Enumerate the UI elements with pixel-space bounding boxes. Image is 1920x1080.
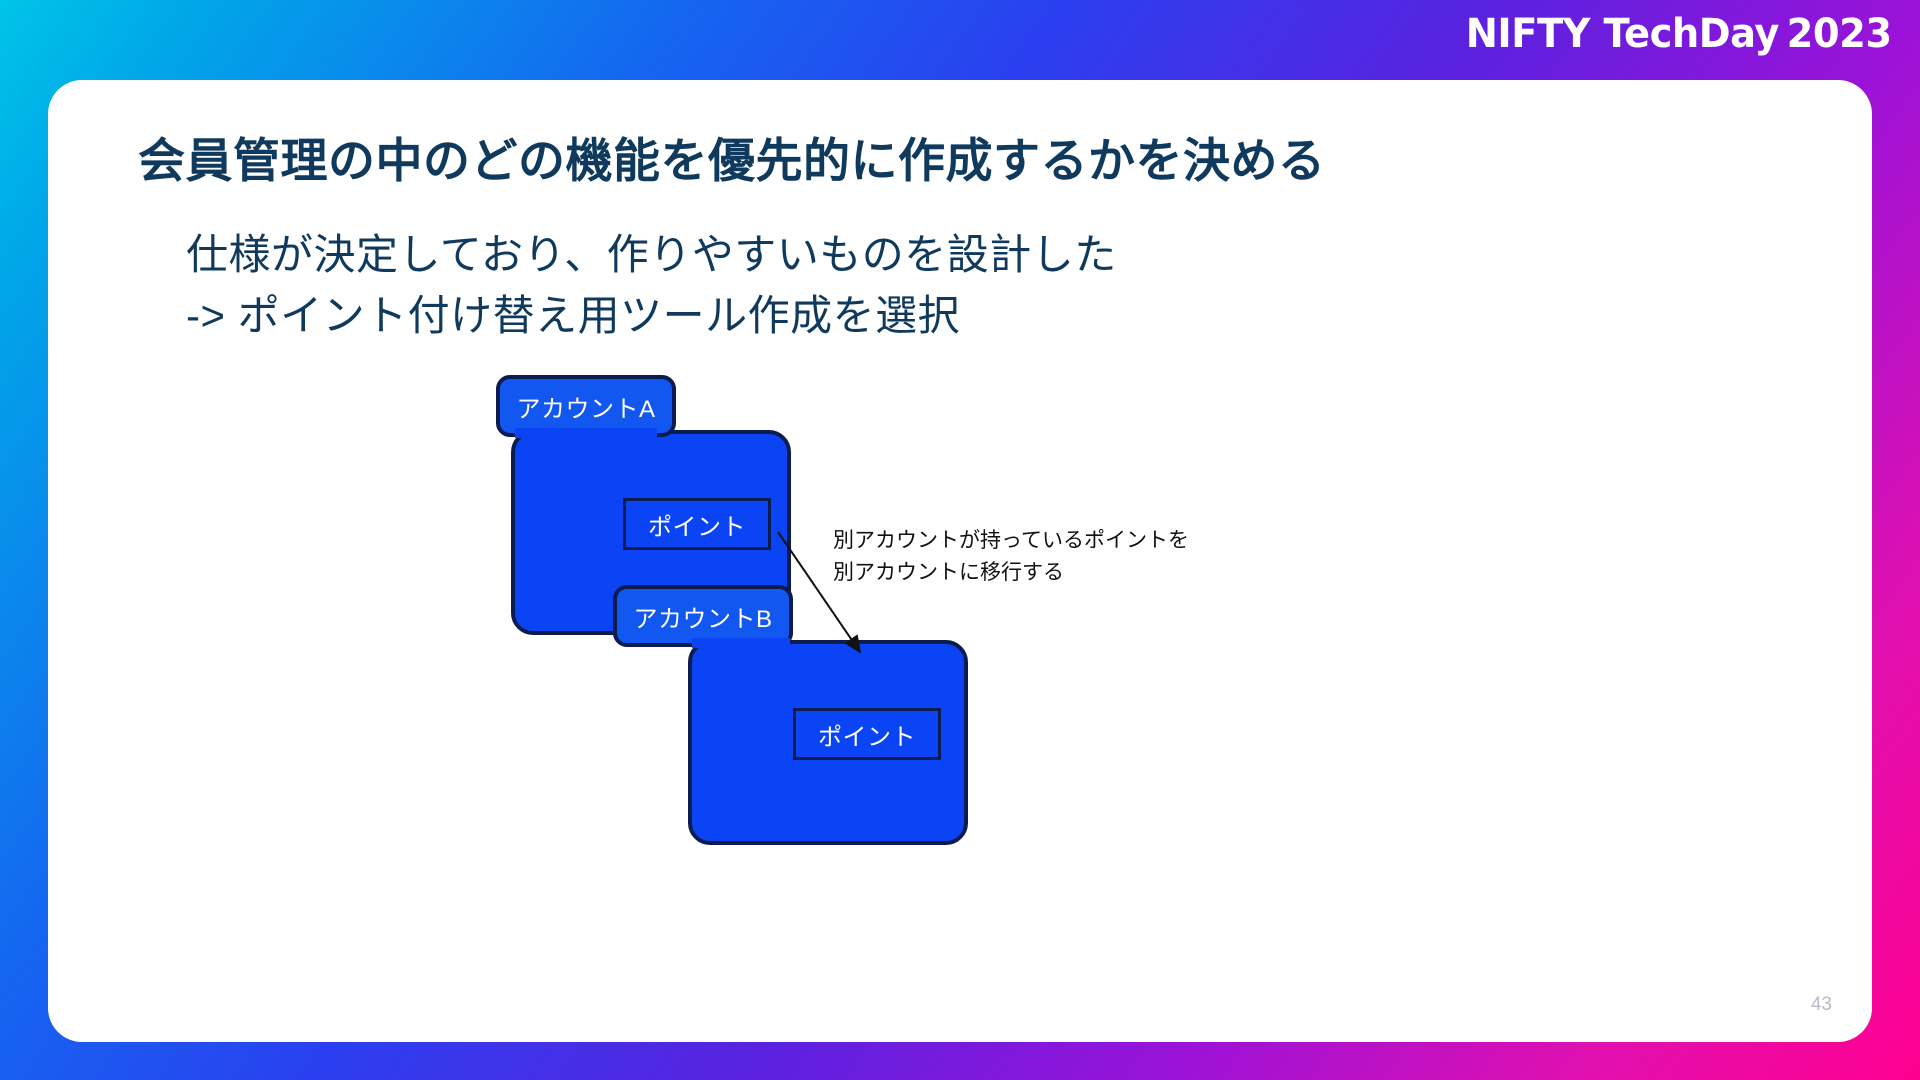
account-a-tab-label: アカウントA: [516, 395, 656, 423]
account-a-point-box[interactable]: ポイント: [623, 498, 771, 550]
account-a-tab-seam: [515, 428, 657, 438]
annotation-line-2: 別アカウントに移行する: [833, 560, 1064, 584]
account-a-tab[interactable]: アカウントA: [496, 375, 676, 437]
account-b-point-label: ポイント: [818, 723, 916, 751]
body-text-block: 仕様が決定しており、作りやすいものを設計した -> ポイント付け替え用ツール作成…: [186, 225, 1117, 347]
page-number: 43: [1810, 994, 1832, 1015]
slide-content-card: 会員管理の中のどの機能を優先的に作成するかを決める 仕様が決定しており、作りやす…: [48, 80, 1872, 1042]
body-line-1: 仕様が決定しており、作りやすいものを設計した: [186, 231, 1117, 278]
body-line-2: -> ポイント付け替え用ツール作成を選択: [186, 291, 961, 339]
account-a-point-label: ポイント: [648, 513, 746, 541]
account-b-point-box[interactable]: ポイント: [793, 708, 941, 760]
account-b-tab-label: アカウントB: [633, 605, 773, 633]
nifty-techday-logo: NIFTY Tech Day 2023: [1466, 8, 1892, 60]
logo-text-day: Day: [1699, 11, 1780, 57]
logo-text-year: 2023: [1787, 11, 1892, 57]
account-b-container: [688, 640, 968, 845]
page-title: 会員管理の中のどの機能を優先的に作成するかを決める: [138, 134, 1326, 187]
account-point-transfer-diagram: アカウントA ポイント アカウントB ポイント: [48, 80, 1872, 1042]
account-b-tab-seam: [692, 638, 790, 648]
transfer-annotation: 別アカウントが持っているポイントを 別アカウントに移行する: [833, 525, 1189, 588]
annotation-line-1: 別アカウントが持っているポイントを: [833, 529, 1189, 552]
logo-text-tech: Tech: [1603, 11, 1700, 57]
logo-text-nifty: NIFTY: [1466, 11, 1591, 57]
